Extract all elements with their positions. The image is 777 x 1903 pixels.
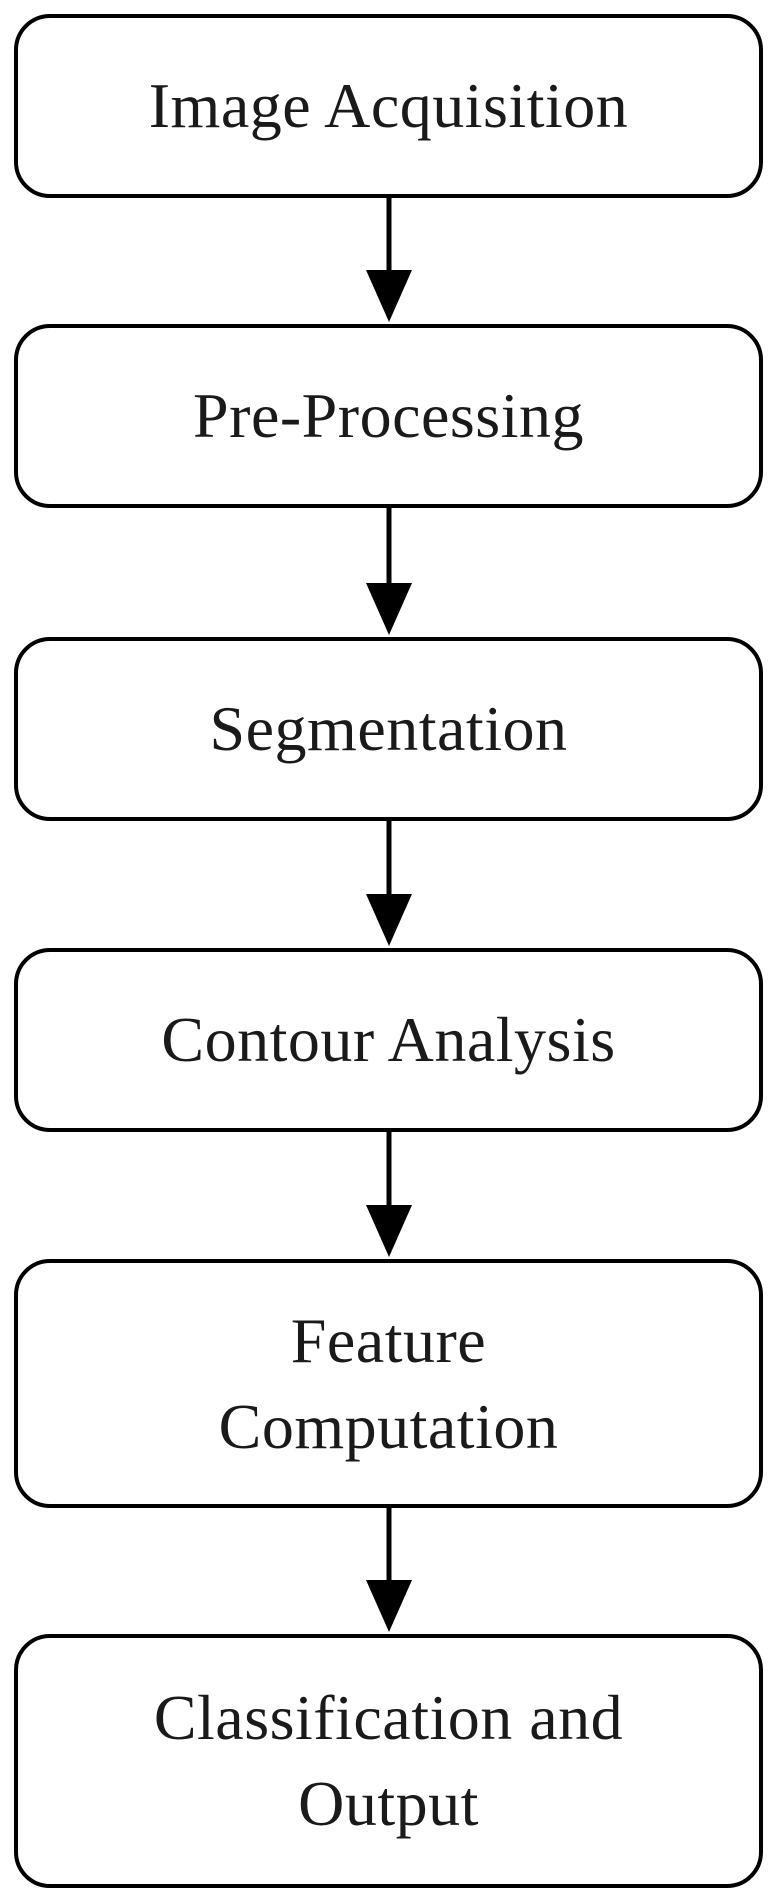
arrow-2	[366, 508, 412, 635]
step-box-image-acquisition: Image Acquisition	[14, 14, 763, 198]
step-box-contour-analysis: Contour Analysis	[14, 948, 763, 1132]
arrow-3	[366, 821, 412, 946]
step-box-pre-processing: Pre-Processing	[14, 324, 763, 508]
step-box-feature-computation: Feature Computation	[14, 1259, 763, 1508]
step-box-segmentation: Segmentation	[14, 637, 763, 821]
arrow-5	[366, 1508, 412, 1632]
step-label-segmentation: Segmentation	[209, 693, 568, 764]
arrow-1	[366, 198, 412, 322]
step-label-feature-computation: Feature Computation	[218, 1304, 559, 1462]
step-label-classification-output: Classification and Output	[153, 1682, 624, 1839]
step-label-image-acquisition: Image Acquisition	[148, 70, 629, 141]
step-label-contour-analysis: Contour Analysis	[161, 1004, 616, 1075]
step-box-classification-output: Classification and Output	[14, 1634, 763, 1888]
arrow-4	[366, 1132, 412, 1257]
step-label-pre-processing: Pre-Processing	[193, 380, 584, 451]
